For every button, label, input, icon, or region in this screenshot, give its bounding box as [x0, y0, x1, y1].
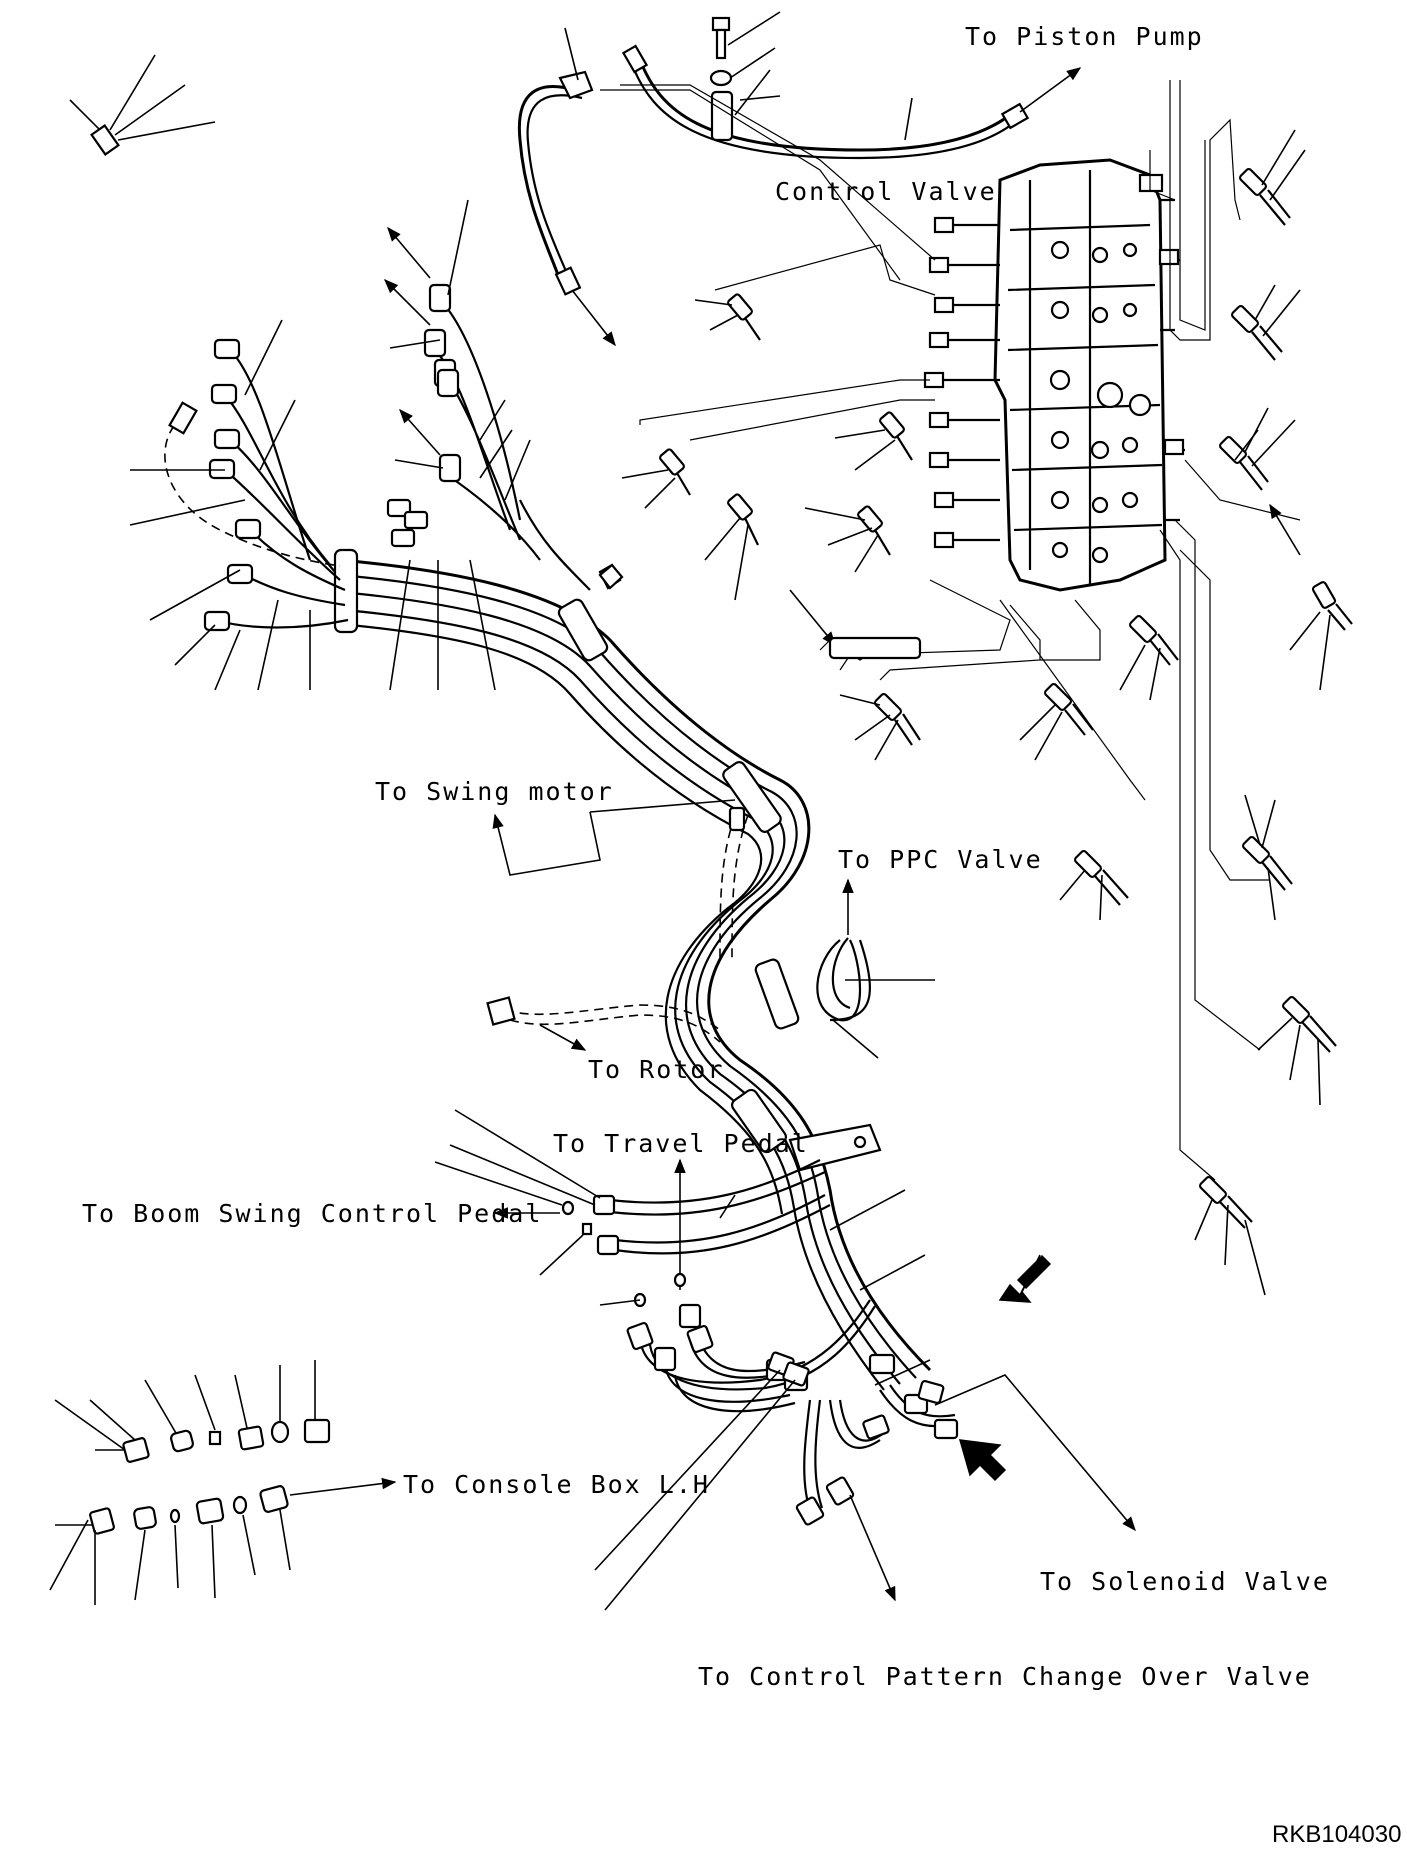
fitting-r4 [1289, 581, 1353, 691]
label-to-control-pattern-change-over-valve: To Control Pattern Change Over Valve [698, 1662, 1312, 1691]
text-labels: To Piston Pump Control Valve To Swing mo… [82, 22, 1401, 1848]
fitting-r8 [1059, 850, 1129, 921]
fitting-r2 [1231, 284, 1301, 361]
fitting-r1 [1239, 129, 1306, 226]
console-box-hoses [594, 1272, 1136, 1611]
label-to-piston-pump: To Piston Pump [965, 22, 1204, 51]
upper-hose-elbow [517, 27, 616, 347]
fitting-r3 [1219, 407, 1296, 491]
loose-fitting-topleft [69, 54, 216, 156]
bolt-washer-top [709, 11, 781, 87]
fitting-v4 [704, 493, 759, 601]
fitting-v2 [834, 411, 913, 471]
swing-motor-hoses [492, 799, 749, 961]
fitting-r7 [839, 693, 921, 761]
left-hose-group [129, 319, 496, 691]
control-valve-body [923, 158, 1185, 592]
label-to-swing-motor: To Swing motor [375, 777, 614, 806]
label-control-valve: Control Valve [775, 177, 997, 206]
fitting-r5 [1119, 615, 1179, 701]
routing-lines [600, 80, 1301, 1181]
drawing-reference: RKB104030 [1272, 1821, 1401, 1848]
label-to-solenoid-valve: To Solenoid Valve [1040, 1567, 1330, 1596]
main-hose-bundle [333, 548, 932, 1391]
fitting-r9 [1242, 794, 1293, 921]
label-to-rotor: To Rotor [588, 1055, 724, 1084]
label-to-ppc-valve: To PPC Valve [838, 845, 1043, 874]
fitting-v5 [804, 505, 891, 573]
ppc-valve-hoses [816, 878, 935, 1059]
rotor-hose [486, 996, 721, 1051]
fitting-v3 [621, 448, 691, 509]
label-to-boom-swing-control-pedal: To Boom Swing Control Pedal [82, 1199, 542, 1228]
piston-pump-hose [621, 44, 1082, 160]
fitting-v1 [694, 293, 761, 341]
travel-pedal-hoses [434, 1109, 926, 1291]
fitting-r10 [1257, 996, 1337, 1106]
direction-arrows [958, 1254, 1052, 1482]
console-fittings [49, 1360, 397, 1605]
label-to-console-box-lh: To Console Box L.H [403, 1470, 710, 1499]
center-hose-group [383, 199, 624, 591]
fitting-r6 [1019, 683, 1094, 761]
label-to-travel-pedal: To Travel Pedal [553, 1129, 809, 1158]
loose-fittings-right [621, 129, 1353, 1296]
fitting-r11 [1194, 1176, 1266, 1296]
